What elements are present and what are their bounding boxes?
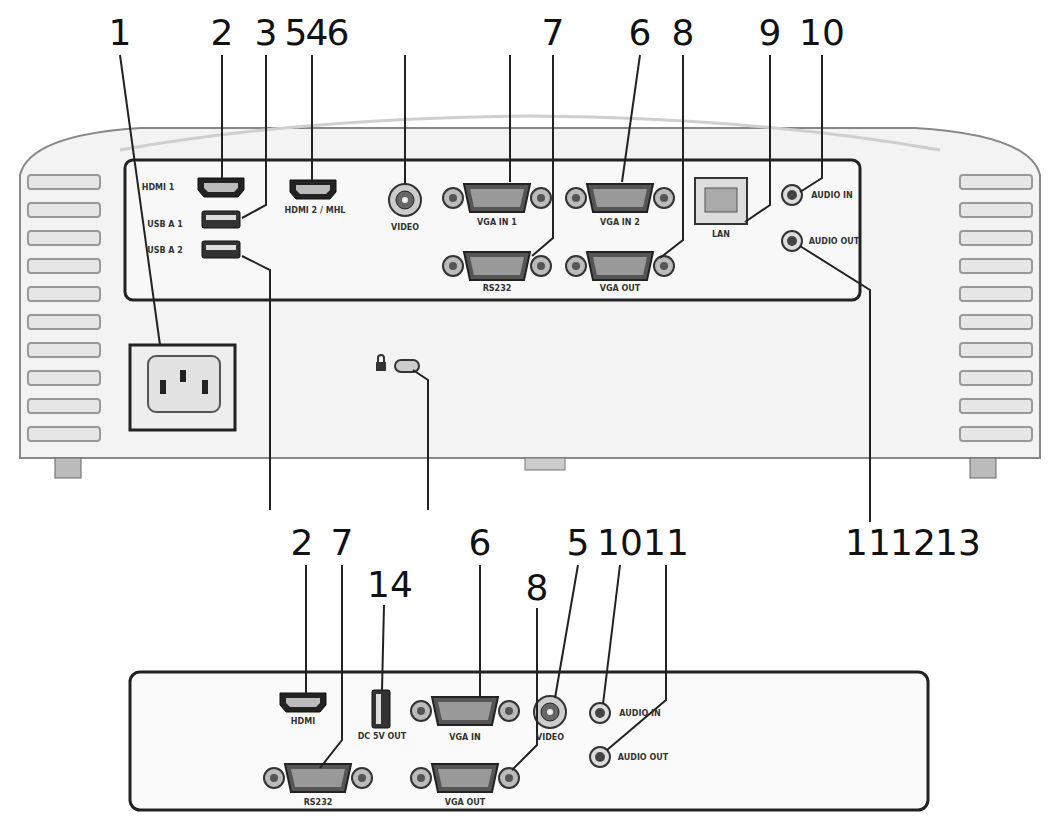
port-label: VGA OUT bbox=[600, 285, 641, 293]
port-label: HDMI bbox=[291, 718, 315, 726]
callout-number: 10 bbox=[799, 15, 845, 51]
callout-number: 7 bbox=[542, 15, 565, 51]
callout-number: 12 bbox=[890, 525, 936, 561]
callout-number: 14 bbox=[367, 567, 413, 603]
callout-number: 6 bbox=[469, 525, 492, 561]
callout-number: 5 bbox=[567, 525, 590, 561]
callout-number: 2 bbox=[211, 15, 234, 51]
port-label: RS232 bbox=[304, 799, 333, 807]
port-label: HDMI 1 bbox=[142, 184, 175, 192]
callout-number: 5 bbox=[285, 15, 308, 51]
port-label: HDMI 2 / MHL bbox=[285, 207, 346, 215]
callout-number: 10 bbox=[597, 525, 643, 561]
callout-number: 7 bbox=[331, 525, 354, 561]
port-label: VGA IN 2 bbox=[600, 219, 640, 227]
port-label: VIDEO bbox=[391, 224, 419, 232]
callout-number: 2 bbox=[291, 525, 314, 561]
port-label: DC 5V OUT bbox=[358, 733, 407, 741]
callout-number: 9 bbox=[759, 15, 782, 51]
callout-number: 11 bbox=[845, 525, 891, 561]
callout-number: 6 bbox=[327, 15, 350, 51]
port-label: USB A 1 bbox=[147, 221, 183, 229]
callout-number: 4 bbox=[306, 15, 329, 51]
port-label: LAN bbox=[712, 231, 730, 239]
port-label: VGA IN 1 bbox=[477, 219, 517, 227]
callout-number: 6 bbox=[629, 15, 652, 51]
port-label: VGA OUT bbox=[445, 799, 486, 807]
callout-number: 13 bbox=[935, 525, 981, 561]
callout-number: 8 bbox=[526, 570, 549, 606]
port-label: VIDEO bbox=[536, 734, 564, 742]
port-label: VGA IN bbox=[449, 734, 480, 742]
callout-number: 8 bbox=[672, 15, 695, 51]
port-label: AUDIO IN bbox=[619, 710, 660, 718]
port-label: USB A 2 bbox=[147, 247, 183, 255]
callout-number: 3 bbox=[255, 15, 278, 51]
port-label: AUDIO OUT bbox=[618, 754, 668, 762]
callout-number: 11 bbox=[643, 525, 689, 561]
port-label: AUDIO OUT bbox=[809, 238, 859, 246]
port-label: RS232 bbox=[483, 285, 512, 293]
callout-number: 1 bbox=[109, 15, 132, 51]
port-label: AUDIO IN bbox=[811, 192, 852, 200]
